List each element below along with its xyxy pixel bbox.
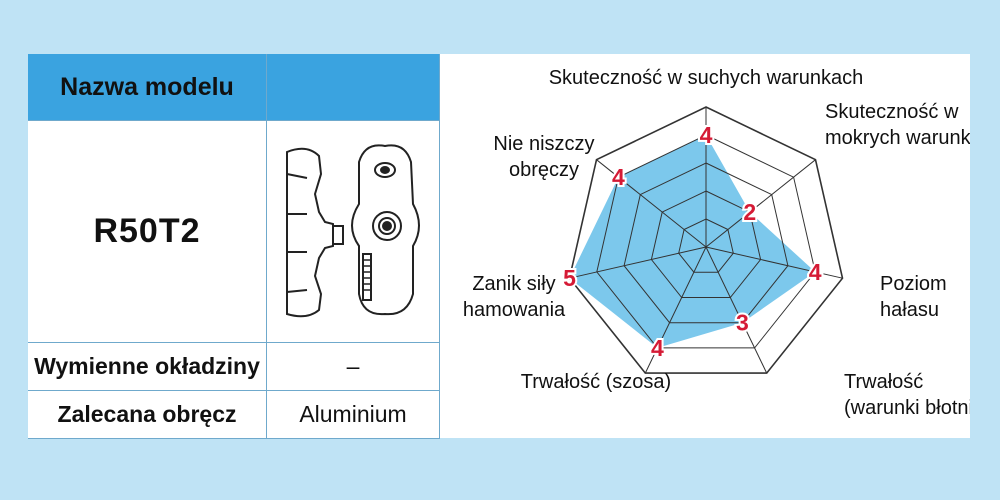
- recommended-rim-label: Zalecana obręcz: [28, 390, 267, 439]
- radar-axis-label: hamowania: [463, 299, 566, 321]
- radar-axis-label: Skuteczność w: [825, 101, 959, 123]
- radar-grid-ring: [678, 218, 734, 273]
- radar-axis-label: Trwałość (szosa): [521, 371, 671, 393]
- radar-value-label: 4: [809, 259, 822, 285]
- model-row: R50T2: [28, 120, 440, 343]
- radar-spoke: [569, 246, 707, 279]
- model-name-header: Nazwa modelu: [28, 54, 267, 121]
- product-image-cell: [266, 120, 440, 343]
- radar-axis-label: Nie niszczy: [493, 133, 594, 155]
- replaceable-pads-label: Wymienne okładziny: [28, 342, 267, 391]
- product-card: Nazwa modelu R50T2: [28, 54, 970, 439]
- table-header-row: Nazwa modelu: [28, 54, 440, 121]
- spec-table: Nazwa modelu R50T2: [28, 54, 440, 439]
- radar-value-label: 5: [563, 265, 576, 291]
- model-name: R50T2: [28, 120, 267, 343]
- table-row: Zalecana obręcz Aluminium: [28, 390, 440, 439]
- radar-value-label: 4: [651, 335, 664, 361]
- radar-grid-ring: [568, 106, 844, 374]
- radar-value-label: 4: [700, 122, 713, 148]
- radar-spoke: [644, 246, 707, 374]
- radar-grid-ring: [623, 162, 789, 324]
- radar-axis-label: (warunki błotniste): [844, 397, 970, 419]
- image-header: [266, 54, 440, 121]
- radar-axis-label: obręczy: [509, 159, 579, 181]
- radar-value-label: 4: [612, 164, 625, 190]
- radar-axis-label: Skuteczność w suchych warunkach: [549, 67, 864, 89]
- radar-axis-label: mokrych warunkach: [825, 127, 970, 149]
- radar-value-label: 2: [743, 199, 756, 225]
- brake-pad-side-view: [286, 147, 344, 318]
- radar-axis-label: Trwałość: [844, 371, 923, 393]
- replaceable-pads-value: –: [266, 342, 440, 391]
- brake-pad-image: [286, 144, 420, 318]
- radar-data-area: [569, 135, 816, 348]
- radar-spoke: [705, 159, 816, 248]
- radar-spoke: [705, 246, 843, 279]
- radar-chart: 4 2 4 3 4 5 4 Skuteczność w suchych warunkachSk…: [463, 67, 970, 419]
- radar-grid-ring: [596, 134, 816, 349]
- radar-axis-label: hałasu: [880, 299, 939, 321]
- brake-pad-front-view: [351, 144, 420, 316]
- radar-grid-ring: [650, 190, 762, 298]
- radar-axis-label: Zanik siły: [472, 273, 555, 295]
- table-row: Wymienne okładziny –: [28, 342, 440, 391]
- radar-axis-label: Poziom: [880, 273, 947, 295]
- radar-spoke: [705, 246, 768, 374]
- radar-spoke: [596, 159, 707, 248]
- radar-value-label: 3: [736, 310, 749, 336]
- recommended-rim-value: Aluminium: [266, 390, 440, 439]
